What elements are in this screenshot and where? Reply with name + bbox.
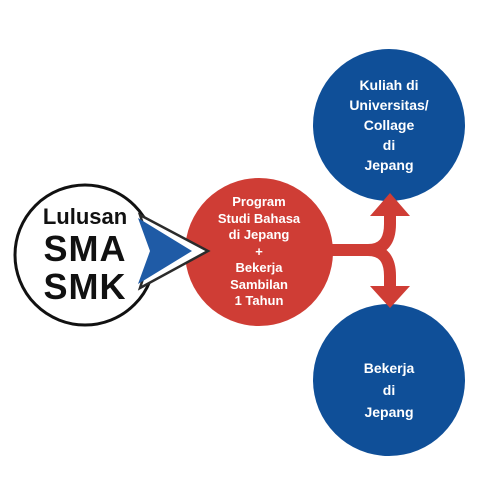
- lulusan-label: Lulusan SMA SMK: [15, 185, 155, 325]
- bekerja-line: Bekerja: [363, 360, 415, 376]
- branch-down: [367, 244, 396, 290]
- program-label: Program Studi Bahasa di Jepang + Bekerja…: [185, 178, 333, 326]
- lulusan-line: Lulusan: [42, 204, 128, 229]
- kuliah-line: Jepang: [364, 157, 414, 173]
- bekerja-circle: [313, 304, 465, 456]
- kuliah-line: Universitas/: [349, 97, 429, 113]
- kuliah-line: Kuliah di: [359, 77, 419, 93]
- bekerja-line: di: [382, 382, 396, 398]
- bekerja-label: Bekerja di Jepang: [318, 330, 460, 450]
- arrow-down-head: [370, 286, 410, 308]
- program-line: di Jepang: [228, 227, 290, 243]
- program-line: +: [255, 243, 263, 259]
- smk-line: SMK: [43, 266, 127, 307]
- chevron-arrow: [138, 218, 192, 284]
- bekerja-line: Jepang: [364, 404, 414, 420]
- kuliah-line: di: [382, 137, 396, 153]
- arrow-up-head: [370, 193, 410, 216]
- program-line: Sambilan: [230, 276, 288, 292]
- kuliah-label: Kuliah di Universitas/ Collage di Jepang: [318, 60, 460, 190]
- kuliah-circle: [313, 49, 465, 201]
- program-circle: [185, 178, 333, 326]
- program-line: Program: [232, 194, 286, 210]
- program-line: Studi Bahasa: [217, 210, 301, 226]
- kuliah-line: Collage: [363, 117, 415, 133]
- program-line: 1 Tahun: [234, 293, 284, 309]
- sma-line: SMA: [43, 228, 127, 269]
- program-line: Bekerja: [235, 260, 283, 276]
